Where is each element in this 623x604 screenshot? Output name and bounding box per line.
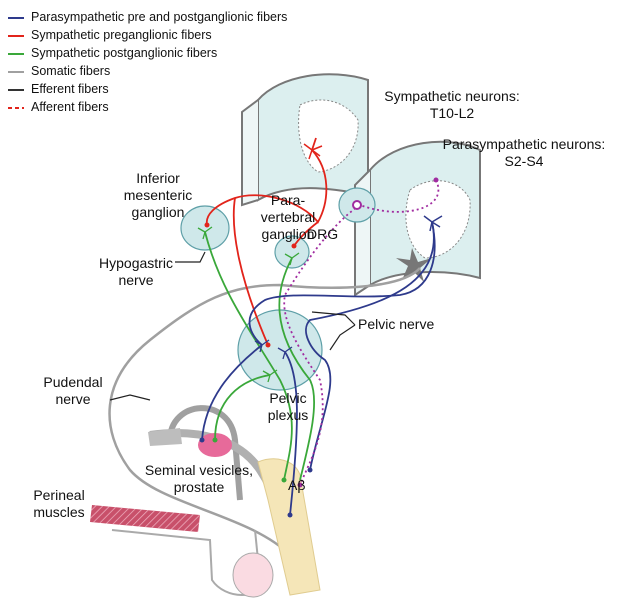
legend-item-afferent: Afferent fibers [31, 100, 109, 114]
seminal-line2: prostate [134, 479, 264, 496]
perineal-line2: muscles [24, 504, 94, 521]
pelvic-plexus-line1: Pelvic [258, 390, 318, 407]
legend-item-parasympathetic: Parasympathetic pre and postganglionic f… [31, 10, 287, 24]
legend-item-sympathetic-pre: Sympathetic preganglionic fibers [31, 28, 212, 42]
hypogastric-line1: Hypogastric [92, 255, 180, 272]
legend-item-sympathetic-post: Sympathetic postganglionic fibers [31, 46, 217, 60]
abeta-label: Aβ [288, 477, 305, 494]
inferior-mesenteric-line1: Inferior [110, 170, 206, 187]
pudendal-line2: nerve [38, 391, 108, 408]
inferior-mesenteric-line2: mesenteric [110, 187, 206, 204]
hypogastric-nerve-label: Hypogastric nerve [92, 255, 180, 289]
seminal-line1: Seminal vesicles, [134, 462, 264, 479]
spinal-cord-upper [242, 74, 368, 205]
pelvic-nerve-label: Pelvic nerve [358, 316, 434, 333]
inferior-mesenteric-line3: ganglion [110, 204, 206, 221]
perineal-line1: Perineal [24, 487, 94, 504]
parasympathetic-neurons-line1: Parasympathetic neurons: [426, 136, 622, 153]
drg-label: DRG [307, 226, 338, 243]
sympathetic-neurons-line2: T10-L2 [362, 105, 542, 122]
hypogastric-line2: nerve [92, 272, 180, 289]
inferior-mesenteric-label: Inferior mesenteric ganglion [110, 170, 206, 221]
pudendal-nerve-label: Pudendal nerve [38, 374, 108, 408]
legend-item-somatic: Somatic fibers [31, 64, 110, 78]
testis [233, 553, 273, 597]
pelvic-plexus-line2: plexus [258, 407, 318, 424]
paravertebral-line2: vertebral [252, 209, 324, 226]
legend-item-efferent: Efferent fibers [31, 82, 109, 96]
parasympathetic-neurons-line2: S2-S4 [426, 153, 622, 170]
sympathetic-neurons-label: Sympathetic neurons: T10-L2 [362, 88, 542, 122]
sympathetic-neurons-line1: Sympathetic neurons: [362, 88, 542, 105]
perineal-muscles-label: Perineal muscles [24, 487, 94, 521]
parasympathetic-neurons-label: Parasympathetic neurons: S2-S4 [426, 136, 622, 170]
paravertebral-line1: Para- [252, 192, 324, 209]
pelvic-plexus-label: Pelvic plexus [258, 390, 318, 424]
seminal-vesicles-prostate-label: Seminal vesicles, prostate [134, 462, 264, 496]
pudendal-line1: Pudendal [38, 374, 108, 391]
legend-swatches [8, 18, 24, 108]
